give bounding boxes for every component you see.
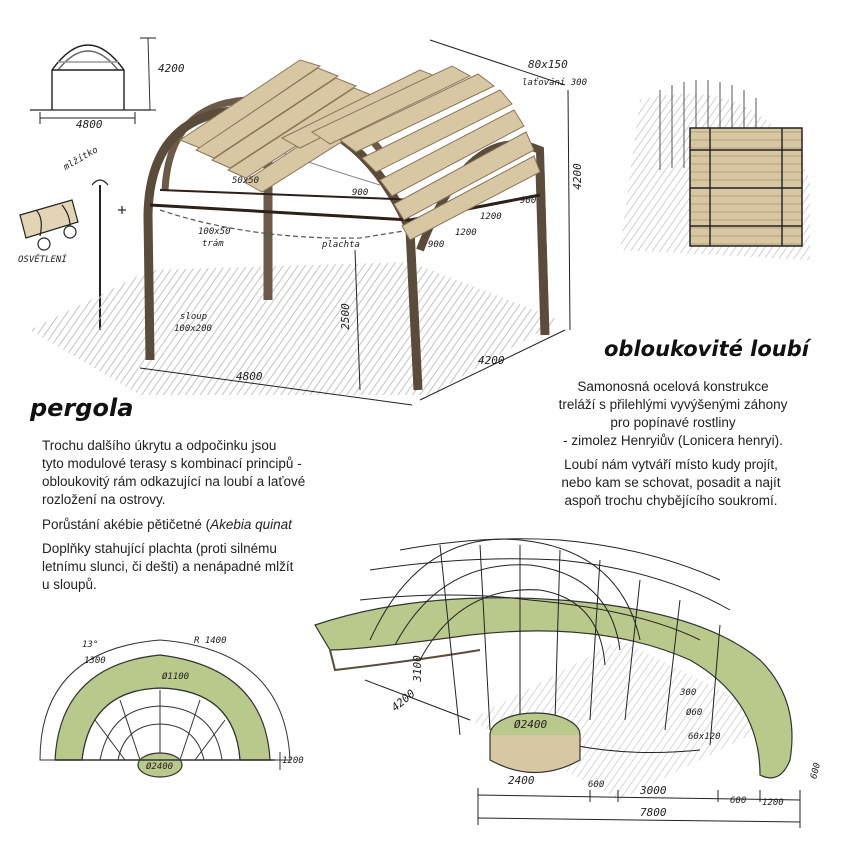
label-elev-height: 4200 bbox=[158, 62, 185, 75]
label-post: sloup bbox=[180, 312, 208, 322]
pergola-roof-battens bbox=[178, 59, 541, 241]
arch-purpose-line: nebo kam se schovat, posadit a najít bbox=[561, 475, 781, 490]
label-arch-r60: Ø60 bbox=[686, 708, 703, 718]
label-beam-mid: 50x50 bbox=[232, 176, 260, 186]
label-plan-angle: 13° bbox=[82, 640, 99, 650]
label-arch-h: 3100 bbox=[410, 655, 424, 682]
label-dim-2400: 2400 bbox=[508, 774, 535, 787]
label-dim-3000: 3000 bbox=[640, 784, 667, 797]
arch-perspective-view bbox=[314, 538, 801, 828]
label-dim-600a: 600 bbox=[588, 780, 605, 790]
label-sail: plachta bbox=[322, 240, 360, 250]
label-dim-total: 7800 bbox=[640, 806, 667, 819]
pergola-text-line: obloukovitý rám odkazující na loubí a la… bbox=[42, 474, 306, 489]
label-post-size: 100x200 bbox=[174, 324, 212, 334]
label-plan-r1: 1300 bbox=[84, 656, 106, 666]
label-beam-long: 100x50 bbox=[198, 227, 231, 237]
accessories-text-line: u sloupů. bbox=[42, 577, 97, 592]
pergola-elevation-sketch bbox=[30, 37, 156, 124]
label-dim-1200: 1200 bbox=[762, 798, 784, 808]
label-gap-e: 900 bbox=[428, 240, 445, 250]
label-beam-top: 80x150 bbox=[528, 58, 568, 71]
arch-purpose: Loubí nám vytváří místo kudy projít, neb… bbox=[540, 456, 802, 510]
label-arch-r300: 300 bbox=[680, 688, 697, 698]
pergola-text-line: rozložení na ostrovy. bbox=[42, 492, 166, 507]
arch-side-view bbox=[620, 80, 810, 260]
arch-text-line: pro popínavé rostliny bbox=[610, 415, 736, 430]
arch-plan-view bbox=[39, 639, 291, 778]
pergola-accessories: Doplňky stahující plachta (proti silnému… bbox=[42, 540, 293, 594]
heading-pergola: pergola bbox=[30, 394, 134, 422]
label-batten: laťování 300 bbox=[522, 78, 588, 88]
arch-text-line: - zimolez Henryiův (Lonicera henryi). bbox=[563, 433, 783, 448]
pergola-text-line: Trochu dalšího úkrytu a odpočinku jsou bbox=[42, 438, 277, 453]
pergola-description: Trochu dalšího úkrytu a odpočinku jsou t… bbox=[42, 437, 305, 509]
label-gap-c: 900 bbox=[520, 196, 537, 206]
label-arch-rect: 60x120 bbox=[688, 732, 721, 742]
arch-description: Samonosná ocelová konstrukce treláží s p… bbox=[548, 378, 798, 450]
label-dim-600b: 600 bbox=[730, 796, 747, 806]
label-base-depth: 4200 bbox=[478, 354, 505, 367]
label-side-height: 4200 bbox=[570, 163, 584, 190]
planting-prefix: Porůstání akébie pětičetné ( bbox=[42, 517, 211, 532]
arch-purpose-line: Loubí nám vytváří místo kudy projít, bbox=[564, 457, 778, 472]
arch-purpose-line: aspoň trochu chybějícího soukromí. bbox=[564, 493, 778, 508]
label-elev-width: 4800 bbox=[76, 118, 103, 131]
label-post-height: 2500 bbox=[338, 303, 352, 330]
label-base-length: 4800 bbox=[236, 370, 263, 383]
pergola-dimension-lines bbox=[139, 39, 571, 406]
label-plan-d2: Ø2400 bbox=[146, 762, 174, 772]
label-lighting: OSVĚTLENÍ bbox=[18, 255, 67, 265]
label-plan-side: 1200 bbox=[282, 756, 304, 766]
label-gap-d: 1200 bbox=[455, 228, 477, 238]
arch-text-line: Samonosná ocelová konstrukce bbox=[577, 379, 769, 394]
pergola-shadow bbox=[30, 262, 560, 395]
label-gap-b: 1200 bbox=[480, 212, 502, 222]
label-arch-pot: Ø2400 bbox=[514, 718, 548, 731]
label-plan-radius: R 1400 bbox=[194, 636, 227, 646]
label-plan-d1: Ø1100 bbox=[162, 672, 190, 682]
pergola-text-line: tyto modulové terasy s kombinací princip… bbox=[42, 456, 302, 471]
accessories-text-line: Doplňky stahující plachta (proti silnému bbox=[42, 541, 277, 556]
label-gap-a: 900 bbox=[352, 188, 369, 198]
planting-species: Akebia quinat bbox=[210, 517, 292, 532]
label-beam-long-sub: trám bbox=[202, 239, 224, 249]
arch-text-line: treláží s přilehlými vyvýšenými záhony bbox=[558, 397, 788, 412]
heading-arch: obloukovité loubí bbox=[604, 337, 809, 361]
pergola-planting: Porůstání akébie pětičetné (Akebia quina… bbox=[42, 516, 292, 534]
accessories-text-line: letnímu slunci, či dešti) a nenápadné ml… bbox=[42, 559, 294, 574]
